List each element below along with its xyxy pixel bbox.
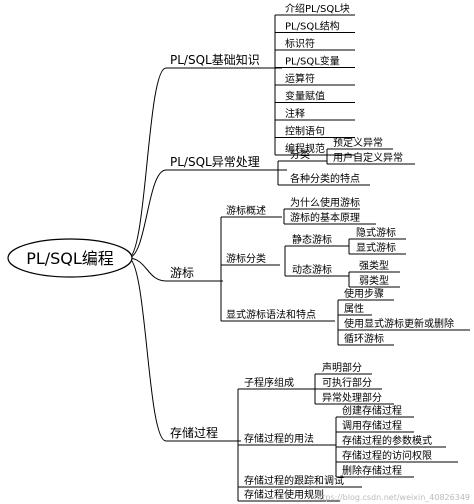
branch-label: 存储过程 — [170, 425, 218, 440]
root-label: PL/SQL编程 — [26, 249, 114, 268]
leaf-label: 删除存储过程 — [342, 464, 402, 477]
leaf-label: 编程规范 — [285, 142, 325, 155]
leaf-label: 可执行部分 — [322, 376, 372, 389]
sub-label: 游标概述 — [226, 204, 266, 217]
leaf-label: 变量赋值 — [285, 90, 325, 103]
leaf-label: 存储过程的访问权限 — [342, 449, 432, 462]
leaf-label: 存储过程的参数模式 — [342, 434, 432, 447]
branch-label: PL/SQL基础知识 — [170, 53, 260, 67]
leaf-label: 使用步骤 — [344, 287, 384, 300]
leaf-label: 运算符 — [285, 72, 315, 85]
leaf-label: 循环游标 — [344, 332, 384, 345]
sub-label: 显式游标语法和特点 — [226, 308, 316, 321]
leaf-label: 用户自定义异常 — [333, 151, 403, 164]
leaf-label: 显式游标 — [356, 241, 396, 254]
sub-label: 分类 — [290, 148, 310, 161]
leaf-label: 声明部分 — [322, 361, 362, 374]
leaf-label: 创建存储过程 — [342, 404, 402, 417]
leaf-label: 标识符 — [285, 37, 315, 50]
leaf-label: 弱类型 — [359, 274, 389, 287]
leaf-label: 使用显式游标更新或删除 — [344, 317, 454, 330]
branch-label: PL/SQL异常处理 — [170, 155, 260, 169]
leaf-label: PL/SQL变量 — [285, 55, 340, 68]
connectors — [127, 14, 470, 502]
sub-label: 动态游标 — [292, 263, 332, 276]
leaf-label: 预定义异常 — [333, 136, 383, 149]
leaf-label: 为什么使用游标 — [290, 196, 360, 209]
sub-label: 存储过程使用规则 — [244, 488, 324, 501]
leaf-label: PL/SQL结构 — [285, 20, 340, 33]
root-node — [7, 238, 133, 278]
leaf-label: 注释 — [285, 107, 305, 120]
leaf-label: 强类型 — [359, 259, 389, 272]
sub-label: 游标分类 — [226, 252, 266, 265]
leaf-label: 隐式游标 — [356, 226, 396, 239]
leaf-label: 属性 — [344, 302, 364, 315]
leaf-label: 介绍PL/SQL块 — [285, 2, 350, 15]
leaf-label: 调用存储过程 — [342, 419, 402, 432]
sub-label: 静态游标 — [292, 233, 332, 246]
sub-label: 各种分类的特点 — [290, 172, 360, 185]
watermark: https://blog.csdn.net/weixin_40826349 — [314, 493, 470, 502]
leaf-label: 游标的基本原理 — [290, 211, 360, 224]
leaf-label: 控制语句 — [285, 125, 325, 138]
sub-label: 存储过程的跟踪和调试 — [244, 474, 344, 487]
leaf-label: 异常处理部分 — [322, 391, 382, 404]
branch-label: 游标 — [170, 266, 194, 280]
sub-label: 子程序组成 — [244, 376, 294, 389]
sub-label: 存储过程的用法 — [244, 432, 314, 445]
